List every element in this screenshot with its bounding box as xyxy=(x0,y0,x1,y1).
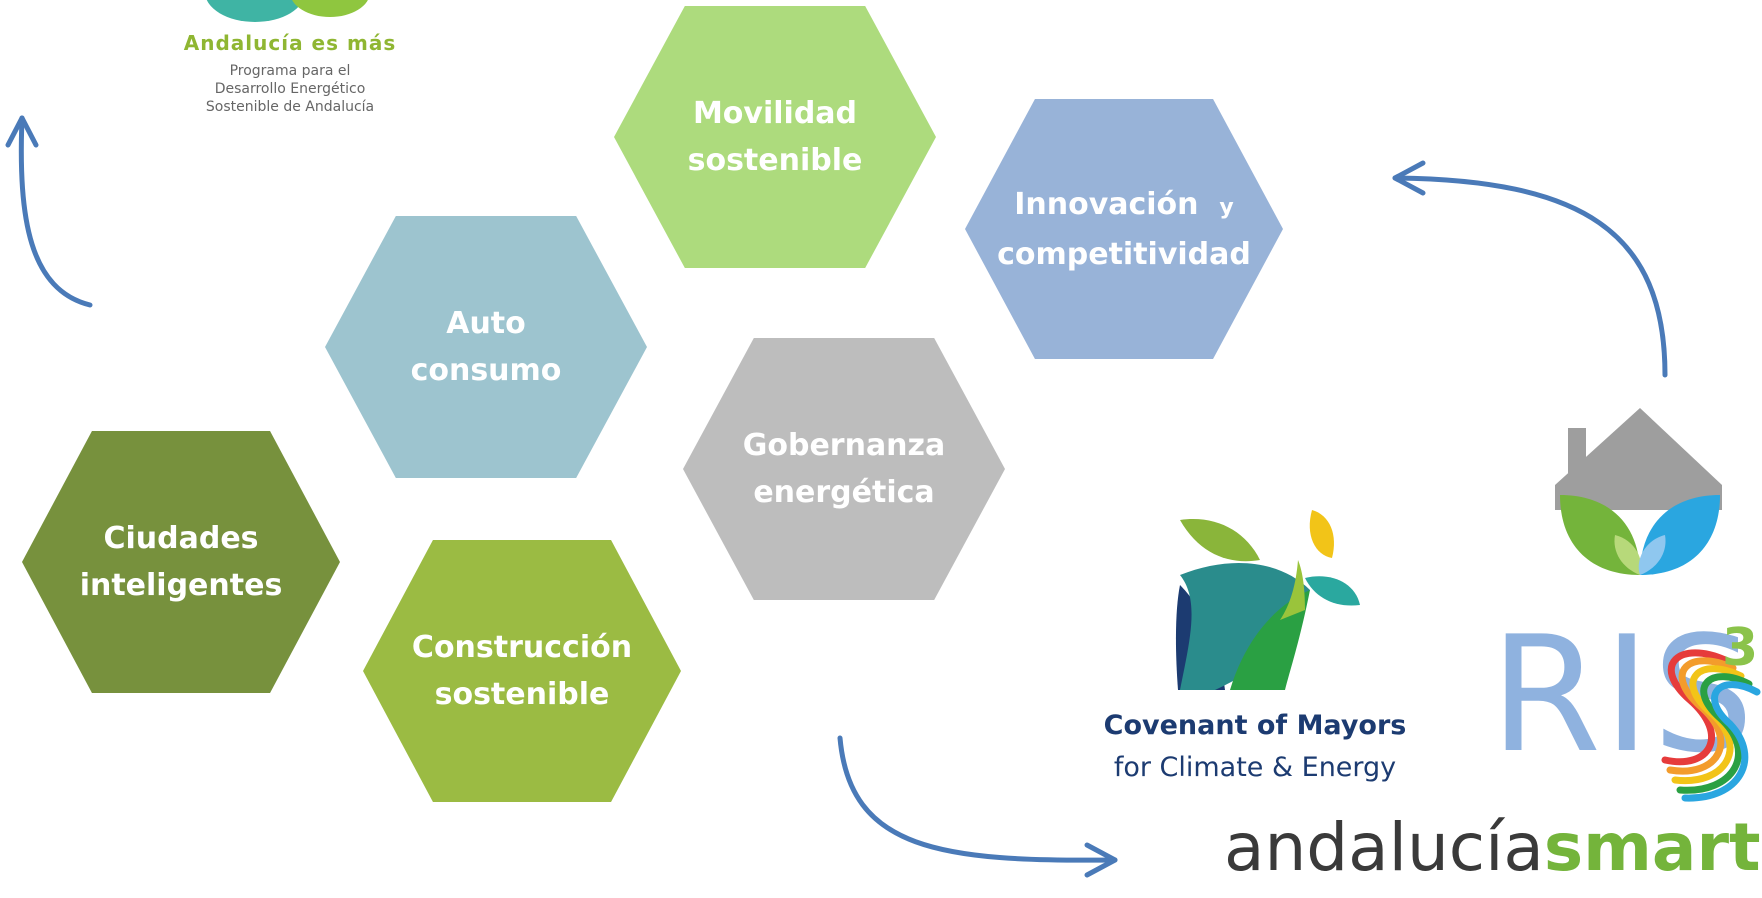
house-leaf-lightblue xyxy=(1638,535,1666,575)
hex-label-line: Movilidad xyxy=(692,96,858,131)
hex-gobernanza-energetica: Gobernanza energética xyxy=(683,338,1005,600)
covenant-leaf-lightgreen xyxy=(1280,560,1305,620)
arrow-to-andalucia-smart xyxy=(837,735,1118,878)
andalucia-logo-subtitle: Programa para el Desarrollo Energético S… xyxy=(170,62,410,116)
hex-label-line: Ciudades xyxy=(103,521,259,556)
andalucia-smart-logo-part1: andalucía xyxy=(1224,809,1544,886)
hex-label-connector: y xyxy=(1219,194,1234,220)
covenant-leaf-olive xyxy=(1180,519,1260,562)
hex-label-line: Construcción xyxy=(411,630,633,665)
andalucia-smart-logo-part2: smart xyxy=(1543,809,1761,886)
hex-innovacion-competitividad: Innovación y competitividad xyxy=(965,99,1283,359)
hex-label-line: competitividad xyxy=(997,236,1251,272)
hex-ciudades-inteligentes: Ciudades inteligentes xyxy=(22,431,340,693)
hex-label-line: energética xyxy=(753,475,935,510)
hex-label-line: Auto xyxy=(446,306,526,341)
house-chimney xyxy=(1568,428,1586,473)
hex-movilidad-sostenible: Movilidad sostenible xyxy=(614,6,936,268)
covenant-leaf-yellow xyxy=(1309,510,1334,558)
andalucia-logo-line: Programa para el xyxy=(229,63,351,79)
hex-label-line: inteligentes xyxy=(79,568,283,603)
hex-label-line: Gobernanza xyxy=(742,428,946,463)
hex-autoconsumo: Auto consumo xyxy=(325,216,647,478)
andalucia-logo-line: Sostenible de Andalucía xyxy=(205,99,375,115)
andalucia-logo-line: Desarrollo Energético xyxy=(214,81,366,97)
hex-label-line: sostenible xyxy=(687,143,863,178)
covenant-logo-subtitle: for Climate & Energy xyxy=(1113,752,1397,783)
covenant-leaf-aqua xyxy=(1305,576,1360,606)
arrow-to-andalucia-logo xyxy=(5,115,93,308)
ris3-superscript: 3 xyxy=(1722,618,1759,678)
arrow-to-innovacion xyxy=(1392,160,1668,378)
covenant-leaf-teal xyxy=(1180,563,1310,690)
hex-label-line: consumo xyxy=(410,353,562,388)
andalucia-logo-title: Andalucía es más xyxy=(183,31,397,55)
hex-label-line: sostenible xyxy=(434,677,610,712)
hex-construccion-sostenible: Construcción sostenible xyxy=(363,540,681,802)
hex-label-line: Innovación xyxy=(1014,186,1199,222)
house-leaf-light xyxy=(1614,535,1642,575)
house-roof xyxy=(1555,408,1722,510)
andalucia-smart-logo: andalucíasmart xyxy=(1224,808,1761,888)
covenant-logo-title: Covenant of Mayors xyxy=(1103,710,1407,741)
